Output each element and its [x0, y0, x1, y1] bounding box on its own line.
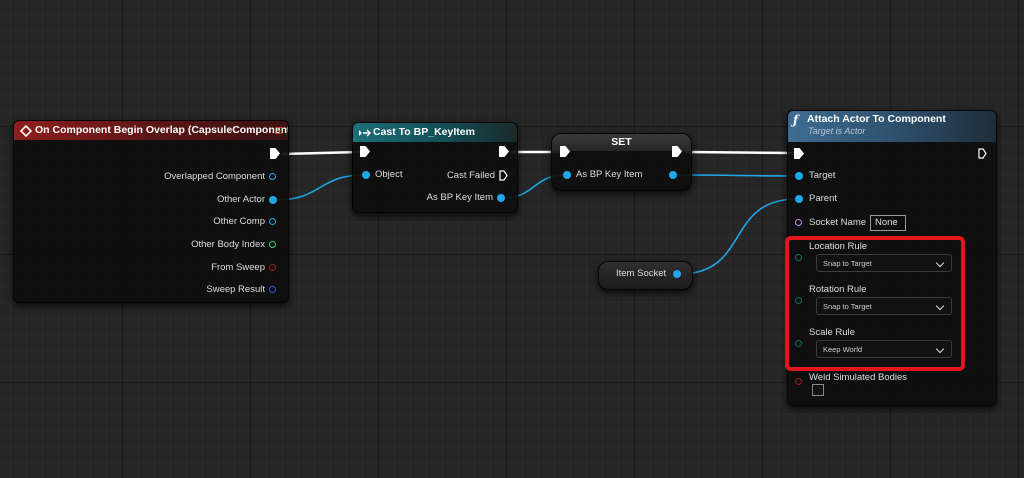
function-icon: ƒ [793, 113, 799, 127]
event-node-component-begin-overlap[interactable]: On Component Begin Overlap (CapsuleCompo… [13, 120, 289, 303]
exec-wire-set-attach [684, 150, 797, 155]
attach-exec-in-pin[interactable] [794, 148, 804, 159]
scale-rule-label: Scale Rule [809, 327, 855, 338]
cast-object-label: Object [375, 169, 403, 180]
location-rule-label: Location Rule [809, 241, 868, 252]
cast-failed-label: Cast Failed [446, 170, 495, 181]
set-as-item-in-pin[interactable] [563, 171, 571, 179]
cast-node-title: Cast To BP_KeyItem [373, 126, 475, 138]
data-wire-otheractor-object [275, 174, 365, 201]
set-node-title: SET [611, 136, 632, 148]
pin-other-comp[interactable] [269, 218, 276, 225]
attach-parent-label: Parent [809, 193, 837, 204]
rotation-rule-pin[interactable] [795, 297, 802, 304]
cast-as-item-label: As BP Key Item [426, 192, 493, 203]
cast-icon [359, 129, 371, 137]
set-node-header: SET [552, 134, 691, 151]
exec-wire-overlap-cast [280, 150, 362, 156]
attach-node-subtitle: Target is Actor [808, 126, 866, 136]
event-icon [20, 125, 32, 137]
data-wire-socket-parent [679, 198, 798, 275]
pin-label-other-body-index: Other Body Index [191, 239, 265, 250]
pin-label-other-comp: Other Comp [213, 216, 265, 227]
attach-parent-pin[interactable] [795, 195, 803, 203]
pin-sweep-result[interactable] [269, 286, 276, 293]
pin-label-from-sweep: From Sweep [211, 262, 265, 273]
set-exec-out-pin[interactable] [672, 146, 682, 157]
weld-simulated-bodies-label: Weld Simulated Bodies [809, 372, 908, 383]
rotation-rule-label: Rotation Rule [809, 284, 867, 295]
delegate-pin-icon[interactable] [275, 127, 282, 134]
location-rule-pin[interactable] [795, 254, 802, 261]
scale-rule-value: Keep World [823, 345, 863, 354]
rotation-rule-dropdown[interactable]: Snap to Target [816, 297, 952, 315]
exec-out-pin[interactable] [270, 148, 280, 159]
pin-label-other-actor: Other Actor [216, 194, 265, 205]
item-socket-label: Item Socket [616, 268, 667, 279]
set-as-item-out-pin[interactable] [669, 171, 677, 179]
cast-exec-out-pin[interactable] [499, 146, 509, 157]
cast-failed-exec-pin[interactable] [499, 170, 508, 181]
weld-simulated-bodies-checkbox[interactable] [812, 384, 824, 396]
attach-node-title: Attach Actor To Component [807, 113, 946, 125]
attach-socket-name-pin[interactable] [795, 219, 802, 226]
cast-object-pin[interactable] [362, 171, 370, 179]
pin-label-sweep-result: Sweep Result [206, 284, 265, 295]
set-exec-in-pin[interactable] [560, 146, 570, 157]
rotation-rule-value: Snap to Target [823, 302, 872, 311]
weld-simulated-bodies-pin[interactable] [795, 378, 802, 385]
cast-node-bp-keyitem[interactable]: Cast To BP_KeyItem [352, 122, 518, 213]
set-variable-node[interactable]: SET [551, 133, 692, 191]
pin-from-sweep[interactable] [269, 264, 276, 271]
location-rule-dropdown[interactable]: Snap to Target [816, 254, 952, 272]
pin-other-actor[interactable] [269, 196, 277, 204]
pin-label-overlapped-component: Overlapped Component [164, 171, 265, 182]
pin-overlapped-component[interactable] [269, 173, 276, 180]
attach-socket-name-label: Socket Name [809, 217, 867, 228]
event-node-title: On Component Begin Overlap (CapsuleCompo… [35, 124, 288, 136]
attach-target-pin[interactable] [795, 172, 803, 180]
event-node-header: On Component Begin Overlap (CapsuleCompo… [14, 121, 288, 140]
scale-rule-pin[interactable] [795, 340, 802, 347]
cast-exec-in-pin[interactable] [360, 146, 370, 157]
attachment-rules-highlight [785, 236, 965, 371]
cast-as-item-pin[interactable] [497, 194, 505, 202]
data-wire-set-target [675, 174, 798, 177]
attach-node-header: ƒ Attach Actor To Component Target is Ac… [788, 111, 996, 142]
item-socket-out-pin[interactable] [673, 270, 681, 278]
attach-exec-out-pin[interactable] [978, 148, 987, 159]
socket-name-input[interactable]: None [870, 215, 906, 231]
cast-node-header: Cast To BP_KeyItem [353, 123, 517, 142]
scale-rule-dropdown[interactable]: Keep World [816, 340, 952, 358]
location-rule-value: Snap to Target [823, 259, 872, 268]
set-as-item-label: As BP Key Item [576, 169, 643, 180]
attach-target-label: Target [809, 170, 836, 181]
pin-other-body-index[interactable] [269, 241, 276, 248]
